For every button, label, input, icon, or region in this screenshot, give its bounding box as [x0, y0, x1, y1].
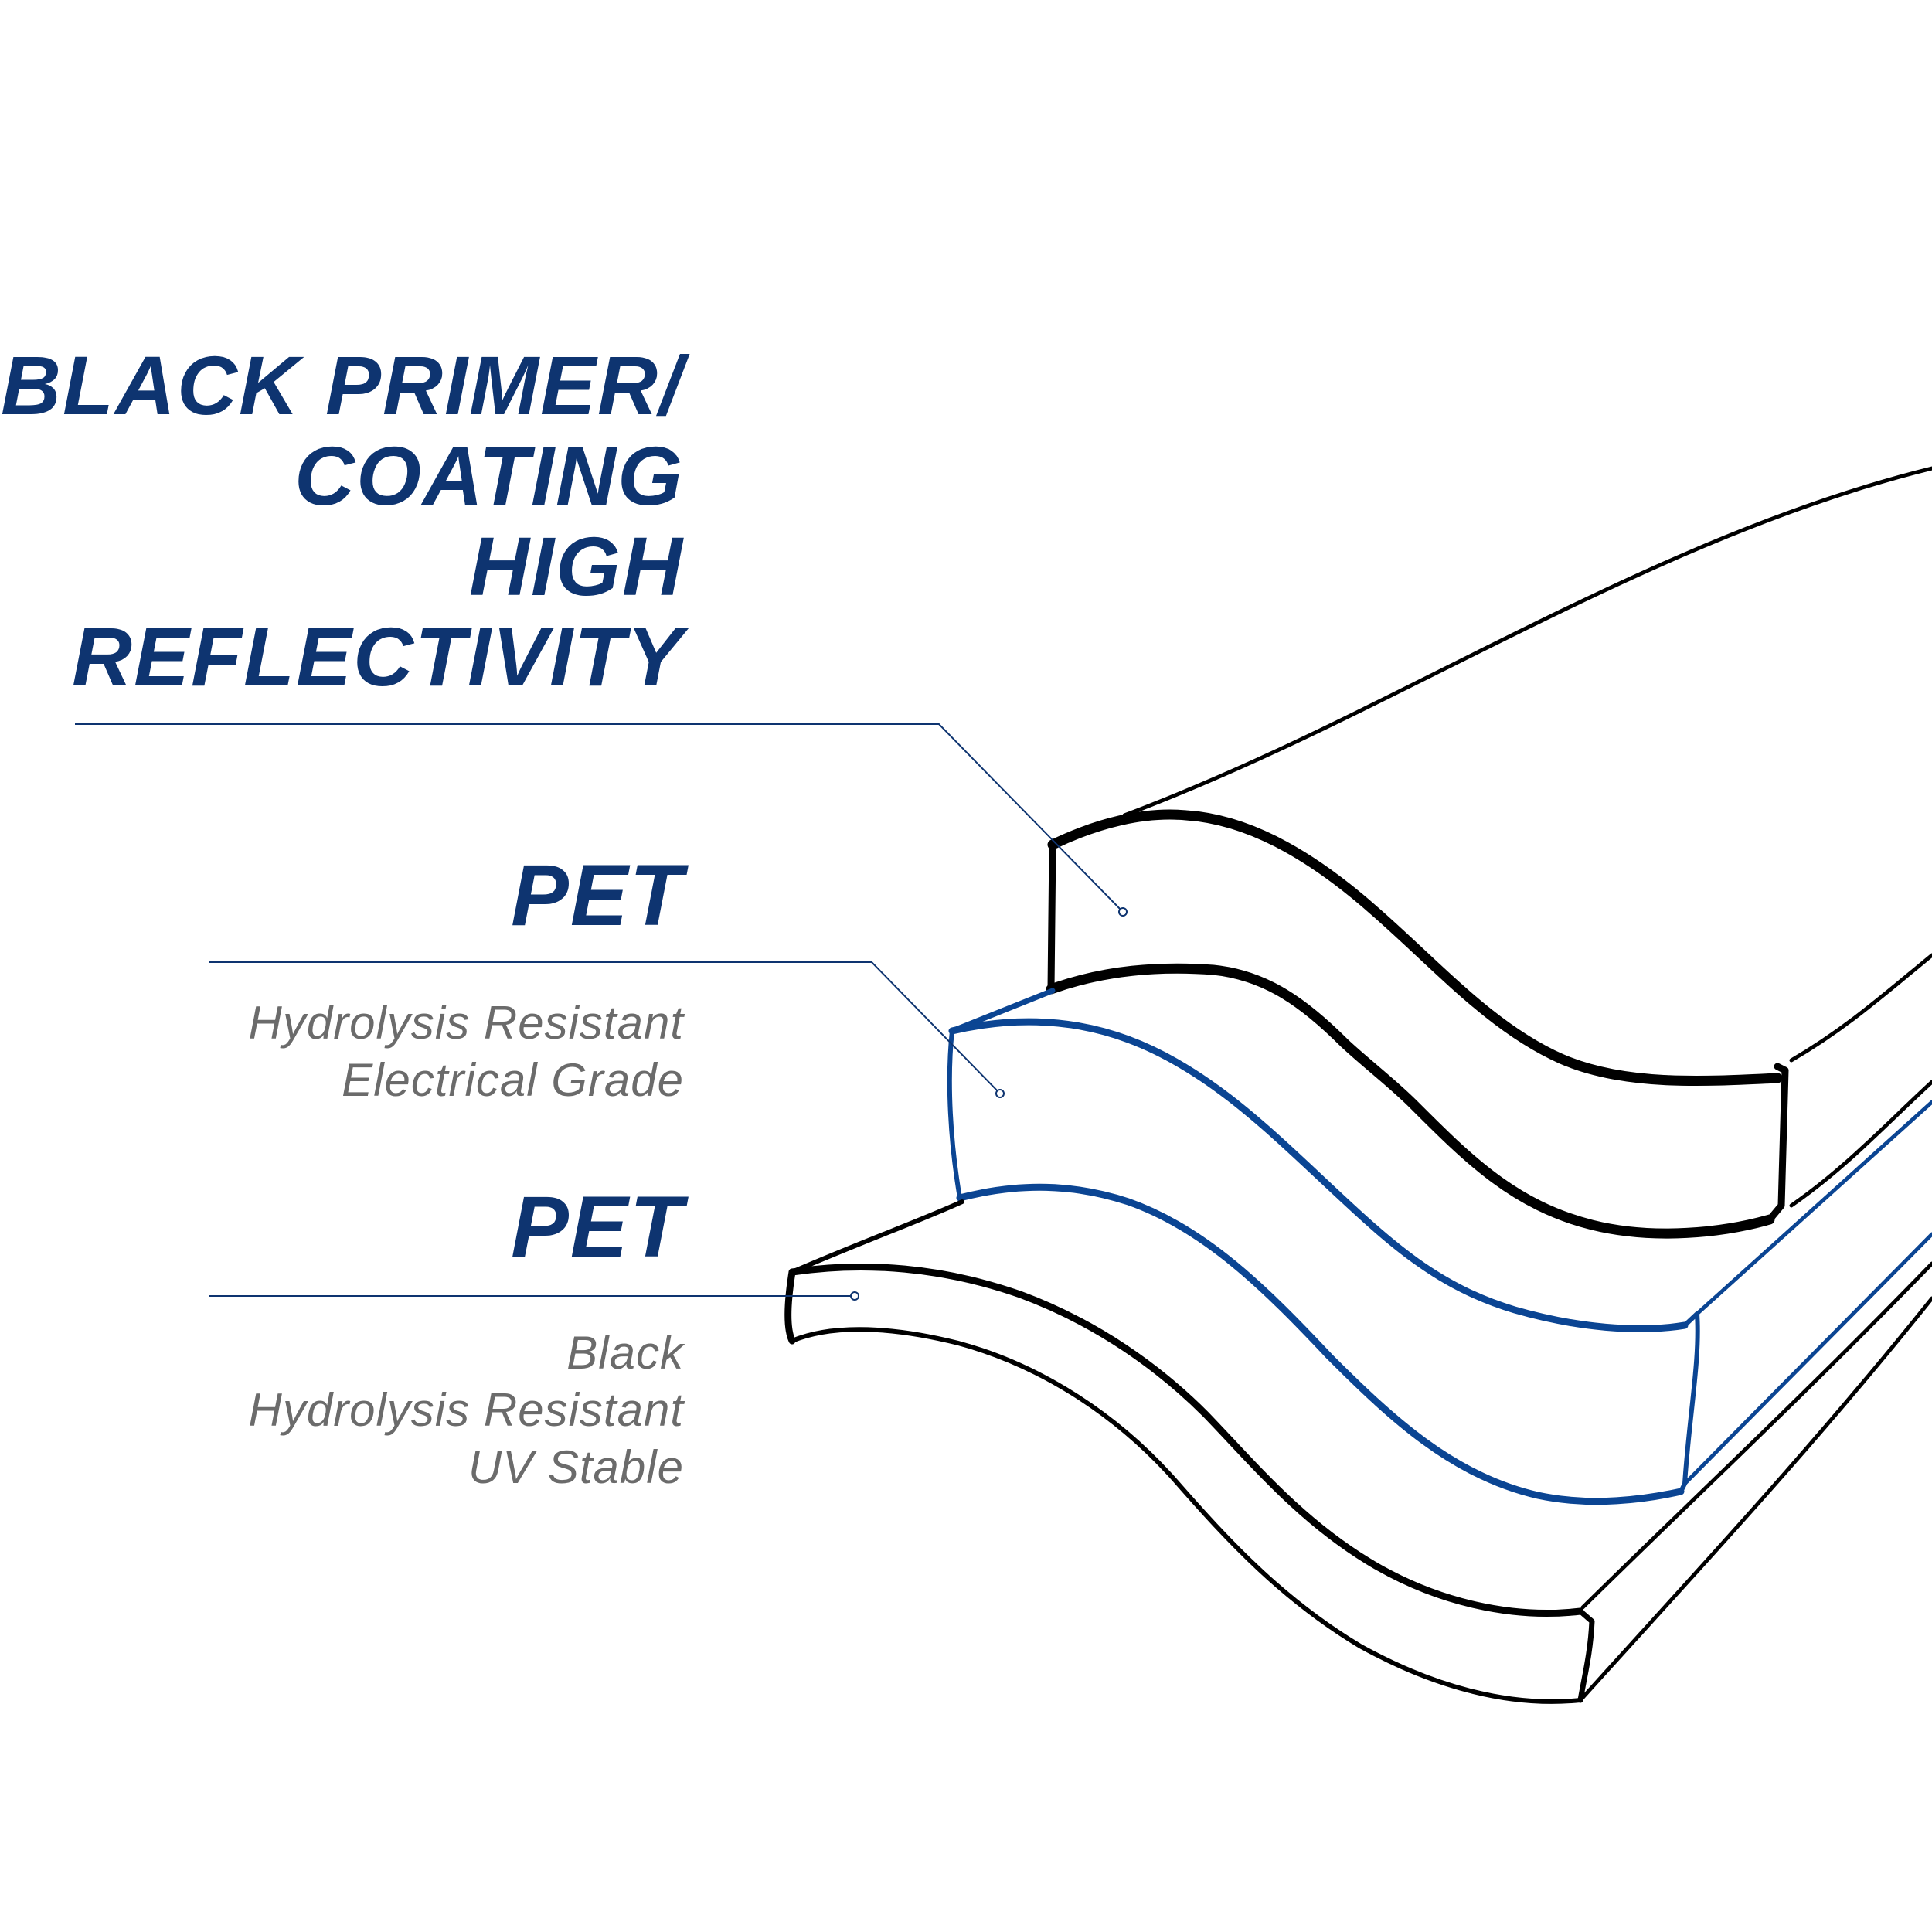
layer-1-description: Hydrolysis Resistant Electrical Grade — [249, 995, 685, 1109]
title-line-4: REFLECTIVITY — [71, 610, 684, 703]
layer-2-description-line-3: UV Stable — [468, 1441, 684, 1493]
layer-2-description-line-2: Hydrolysis Resistant — [248, 1384, 684, 1436]
layer-2-description-line-1: Black — [566, 1327, 684, 1379]
leader-line-middle — [209, 961, 1001, 1094]
leader-lines — [75, 723, 1128, 1301]
layer-1-description-line-1: Hydrolysis Resistant — [248, 997, 684, 1049]
leader-dot-middle — [995, 1089, 1005, 1098]
layer-1-description-line-2: Electrical Grade — [342, 1054, 684, 1106]
title-line-2: COATING — [294, 429, 684, 522]
leader-dot-bottom — [850, 1291, 859, 1301]
title-line-1: BLACK PRIMER/ — [1, 338, 684, 432]
layer-2-description: Black Hydrolysis Resistant UV Stable — [249, 1325, 685, 1496]
leader-dot-top — [1118, 907, 1128, 917]
top-layer-outline — [1046, 466, 1932, 1239]
title-block: BLACK PRIMER/ COATING HIGH REFLECTIVITY — [1, 340, 684, 702]
title-line-3: HIGH — [469, 519, 684, 613]
bottom-layer-outline — [784, 1199, 1932, 1704]
layer-2-name: PET — [511, 1179, 684, 1275]
layer-1-name: PET — [511, 847, 684, 944]
leader-line-top — [75, 723, 1124, 913]
middle-layer-outline — [947, 988, 1932, 1505]
